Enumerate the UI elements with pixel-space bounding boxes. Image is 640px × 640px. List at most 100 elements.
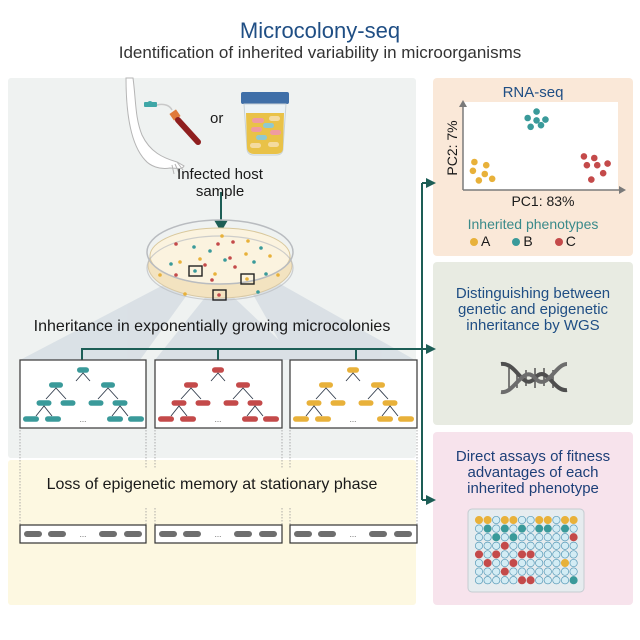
- plate-well-E3: [492, 550, 501, 559]
- scatter-point-b: [533, 117, 540, 124]
- division-branch: [381, 405, 399, 417]
- sample-label: Infected host sample: [140, 166, 300, 200]
- division-branch: [170, 405, 188, 417]
- plate-well-C12: [569, 533, 578, 542]
- division-branch: [246, 405, 264, 417]
- lineage-tree-b: [23, 367, 144, 422]
- plate-well-F4: [500, 558, 509, 568]
- petri-dish-icon: [146, 219, 294, 301]
- ellipsis-label: ...: [215, 530, 222, 539]
- plate-well-F10: [552, 558, 561, 568]
- division-branch: [111, 405, 129, 417]
- sample-to-dish-arrowhead: [214, 220, 228, 232]
- colony-dot: [231, 240, 235, 244]
- fitness-line-1: Direct assays of fitness: [455, 448, 611, 465]
- bacterium-cell: [77, 367, 89, 373]
- stationary-cell: [24, 531, 42, 537]
- scatter-point-b: [542, 116, 549, 123]
- colony-dot: [178, 260, 182, 264]
- well-plate-wells: [474, 515, 578, 585]
- diagram-title: Microcolony-seq: [239, 18, 401, 43]
- inheritance-label: Inheritance in exponentially growing mic…: [33, 318, 391, 335]
- fitness-line-3: inherited phenotype: [467, 480, 599, 497]
- stationary-cell: [294, 531, 312, 537]
- plate-well-F11: [560, 558, 570, 568]
- bacterium-cell: [45, 416, 61, 422]
- petri-dish-colonies: [158, 234, 280, 297]
- stationary-box-2: [154, 524, 283, 544]
- plate-well-E7: [526, 550, 535, 559]
- bacterium-cell: [247, 400, 263, 406]
- colony-dot: [192, 245, 196, 249]
- scatter-point-a: [475, 177, 483, 184]
- bacterium-cell: [112, 400, 128, 406]
- ellipsis-label: ...: [215, 415, 222, 424]
- plate-well-G9: [543, 567, 552, 576]
- plate-well-H11: [560, 576, 570, 585]
- scatter-point-a: [482, 161, 490, 169]
- division-branch: [305, 405, 323, 417]
- wgs-line-3: inheritance by WGS: [466, 317, 600, 334]
- bacterium-cell: [60, 400, 76, 406]
- scatter-point-c: [604, 160, 611, 167]
- colony-dot: [183, 292, 187, 296]
- bacterium-cell: [315, 416, 331, 422]
- scatter-point-b: [527, 123, 534, 131]
- projection-fan-b: [20, 270, 205, 360]
- stationary-cells: [24, 531, 412, 537]
- plate-well-C5: [509, 533, 518, 542]
- sample-label-line1: Infected host: [177, 166, 263, 183]
- lineage-tree-c: [158, 367, 279, 422]
- bacterium-cell: [371, 382, 385, 388]
- scatter-point-a: [471, 158, 478, 166]
- plate-well-E6: [517, 550, 527, 559]
- bacterium-cell: [158, 416, 174, 422]
- colony-dot: [174, 273, 178, 277]
- plate-well-C6: [517, 533, 527, 542]
- well-plate-icon: [467, 508, 585, 593]
- plate-well-A2: [483, 515, 492, 525]
- scatter-point-c: [590, 154, 598, 162]
- blood-draw-icon: [125, 77, 201, 175]
- plate-well-D9: [543, 541, 552, 550]
- plate-well-F8: [535, 558, 544, 568]
- plate-well-F12: [569, 558, 578, 568]
- colony-dot: [259, 246, 263, 250]
- legend-item-b: B: [512, 233, 533, 249]
- colony-dot: [210, 278, 214, 282]
- plate-well-G7: [526, 567, 535, 576]
- colony-dot: [268, 254, 272, 258]
- legend-label-b: B: [523, 233, 533, 249]
- division-branch: [75, 372, 91, 382]
- plate-well-B12: [569, 524, 578, 533]
- bacterium-cell: [180, 416, 196, 422]
- legend-label-c: C: [565, 233, 576, 249]
- plate-well-A8: [535, 515, 544, 525]
- plate-well-B3: [492, 524, 501, 533]
- plate-well-F2: [483, 558, 492, 568]
- plate-well-D11: [560, 541, 570, 550]
- plate-well-A5: [509, 515, 518, 525]
- wgs-line-1: Distinguishing between: [455, 285, 611, 302]
- plate-well-H7: [526, 576, 535, 585]
- plate-well-H4: [500, 576, 509, 585]
- plate-well-H1: [474, 576, 484, 585]
- bacterium-cell: [184, 382, 198, 388]
- colony-dot: [169, 262, 173, 266]
- scatter-point-c: [583, 161, 591, 169]
- plate-well-F7: [526, 558, 535, 568]
- plate-well-H9: [543, 576, 552, 585]
- bacterium-cell: [358, 400, 374, 406]
- stationary-cell: [394, 531, 412, 537]
- legend-swatch-a: [470, 238, 478, 246]
- plate-well-A12: [569, 515, 578, 525]
- y-axis-label: PC2: 7%: [444, 120, 460, 175]
- plate-well-G4: [500, 567, 509, 576]
- bacterium-cell: [101, 382, 115, 388]
- plate-well-H3: [492, 576, 501, 585]
- lineage-trees: [23, 367, 414, 422]
- colony-box-c: [154, 359, 283, 429]
- colony-dot: [252, 260, 256, 264]
- plate-well-A1: [474, 515, 484, 525]
- stationary-box-3: [289, 524, 418, 544]
